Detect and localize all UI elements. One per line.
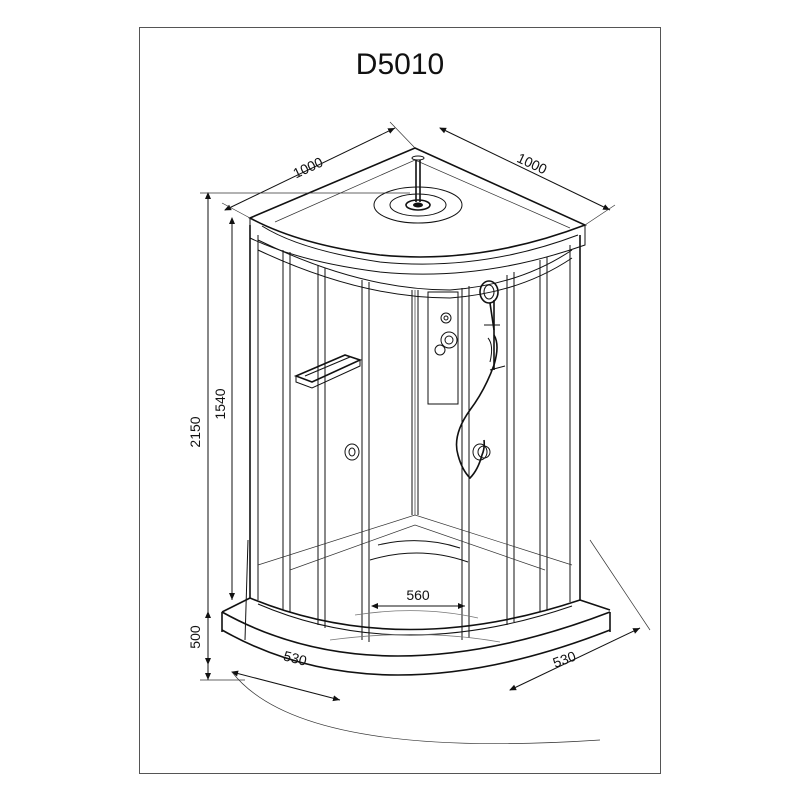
corner-shelf bbox=[293, 354, 363, 389]
control-panel bbox=[427, 291, 459, 405]
dim-door-width: 560 bbox=[406, 587, 430, 603]
dim-width-left: 1000 bbox=[290, 154, 325, 182]
dim-total-height: 2150 bbox=[187, 416, 203, 447]
dim-tray-height: 500 bbox=[187, 625, 203, 649]
dim-width-right: 1000 bbox=[515, 150, 550, 178]
hand-shower bbox=[455, 280, 506, 480]
dim-tray-side-left: 530 bbox=[282, 648, 309, 669]
cabin-walls bbox=[249, 225, 581, 642]
dimension-lines bbox=[200, 121, 651, 745]
dim-tray-side-right: 530 bbox=[551, 648, 579, 671]
door-handles bbox=[344, 443, 488, 461]
model-title: D5010 bbox=[355, 48, 445, 81]
dim-cabin-height: 1540 bbox=[212, 388, 228, 419]
